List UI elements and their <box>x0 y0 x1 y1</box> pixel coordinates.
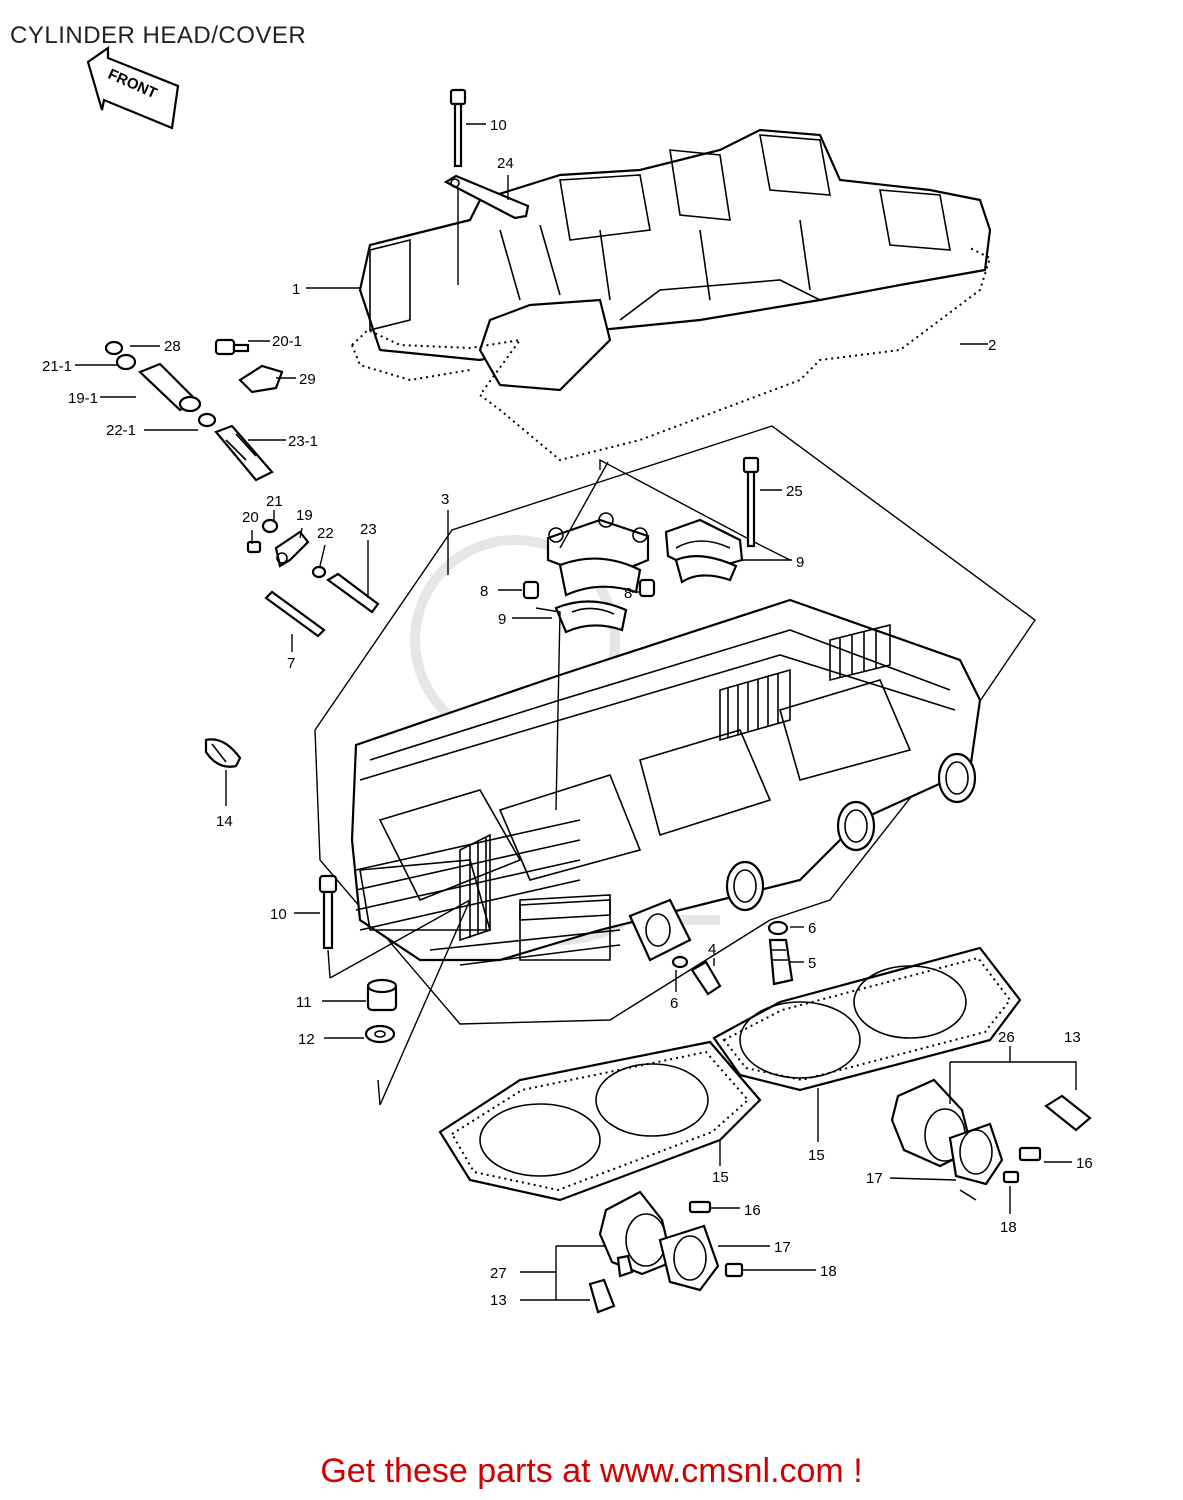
callout-labels: 10 24 1 2 28 21-1 19-1 22-1 20-1 29 23-1… <box>42 117 1093 1309</box>
callout-28: 28 <box>164 338 181 355</box>
carb-holder-lower <box>588 1190 744 1314</box>
callout-9-right: 9 <box>796 554 804 571</box>
callout-22: 22 <box>317 525 334 542</box>
head-gasket-right <box>712 946 1022 1092</box>
cylinder-head-cover <box>358 128 992 392</box>
callout-6-upper: 6 <box>808 920 816 937</box>
callout-10-top: 10 <box>490 117 507 134</box>
page-title: CYLINDER HEAD/COVER <box>10 22 307 49</box>
tach-drive-group <box>246 518 380 638</box>
callout-17-lower: 17 <box>774 1239 791 1256</box>
callout-23: 23 <box>360 521 377 538</box>
callout-5: 5 <box>808 955 816 972</box>
callout-10-bottom: 10 <box>270 906 287 923</box>
callout-14: 14 <box>216 813 233 830</box>
callout-18-lower: 18 <box>820 1263 837 1280</box>
promo-banner-link[interactable]: Get these parts at www.cmsnl.com ! <box>320 1452 863 1490</box>
cover-gasket <box>351 247 992 462</box>
callout-12: 12 <box>298 1031 315 1048</box>
callout-3: 3 <box>441 491 449 508</box>
callout-1: 1 <box>292 281 300 298</box>
callout-15-left: 15 <box>712 1169 729 1186</box>
callout-16-lower: 16 <box>744 1202 761 1219</box>
callout-13-lower: 13 <box>490 1292 507 1309</box>
callout-6-lower: 6 <box>670 995 678 1012</box>
callout-24: 24 <box>497 155 514 172</box>
callout-21: 21 <box>266 493 283 510</box>
callout-21-1: 21-1 <box>42 358 72 375</box>
callout-26: 26 <box>998 1029 1015 1046</box>
callout-2: 2 <box>988 337 996 354</box>
semicircle-plug <box>204 738 242 768</box>
callout-9-left: 9 <box>498 611 506 628</box>
carb-holder-right <box>890 1078 1092 1201</box>
cover-bolt-top <box>449 88 467 168</box>
callout-20: 20 <box>242 509 259 526</box>
callout-11: 11 <box>296 994 312 1011</box>
front-arrow-icon: FRONT <box>86 45 180 130</box>
callout-15-right: 15 <box>808 1147 825 1164</box>
callout-4: 4 <box>708 941 716 958</box>
callout-19: 19 <box>296 507 313 524</box>
callout-19-1: 19-1 <box>68 390 98 407</box>
callout-27: 27 <box>490 1265 507 1282</box>
cylinder-head <box>314 425 1036 1025</box>
callout-29: 29 <box>299 371 316 388</box>
callout-17-right: 17 <box>866 1170 883 1187</box>
plug-fittings <box>671 920 794 996</box>
cover-plate <box>443 174 530 220</box>
callout-8-left: 8 <box>480 583 488 600</box>
tach-cable-fitting-group <box>104 338 284 482</box>
head-bolt <box>742 456 760 548</box>
callout-22-1: 22-1 <box>106 422 136 439</box>
washer <box>364 1024 396 1044</box>
camshaft-cap-group <box>522 512 744 634</box>
callout-25: 25 <box>786 483 803 500</box>
head-bolt-lower <box>318 874 338 950</box>
callout-16-right: 16 <box>1076 1155 1093 1172</box>
callout-13-right: 13 <box>1064 1029 1081 1046</box>
callout-23-1: 23-1 <box>288 433 318 450</box>
callout-7: 7 <box>287 655 295 672</box>
callout-18-right: 18 <box>1000 1219 1017 1236</box>
callout-8-right: 8 <box>624 585 632 602</box>
cap-nut <box>366 978 398 1012</box>
head-gasket-left <box>438 1040 762 1202</box>
callout-20-1: 20-1 <box>272 333 302 350</box>
